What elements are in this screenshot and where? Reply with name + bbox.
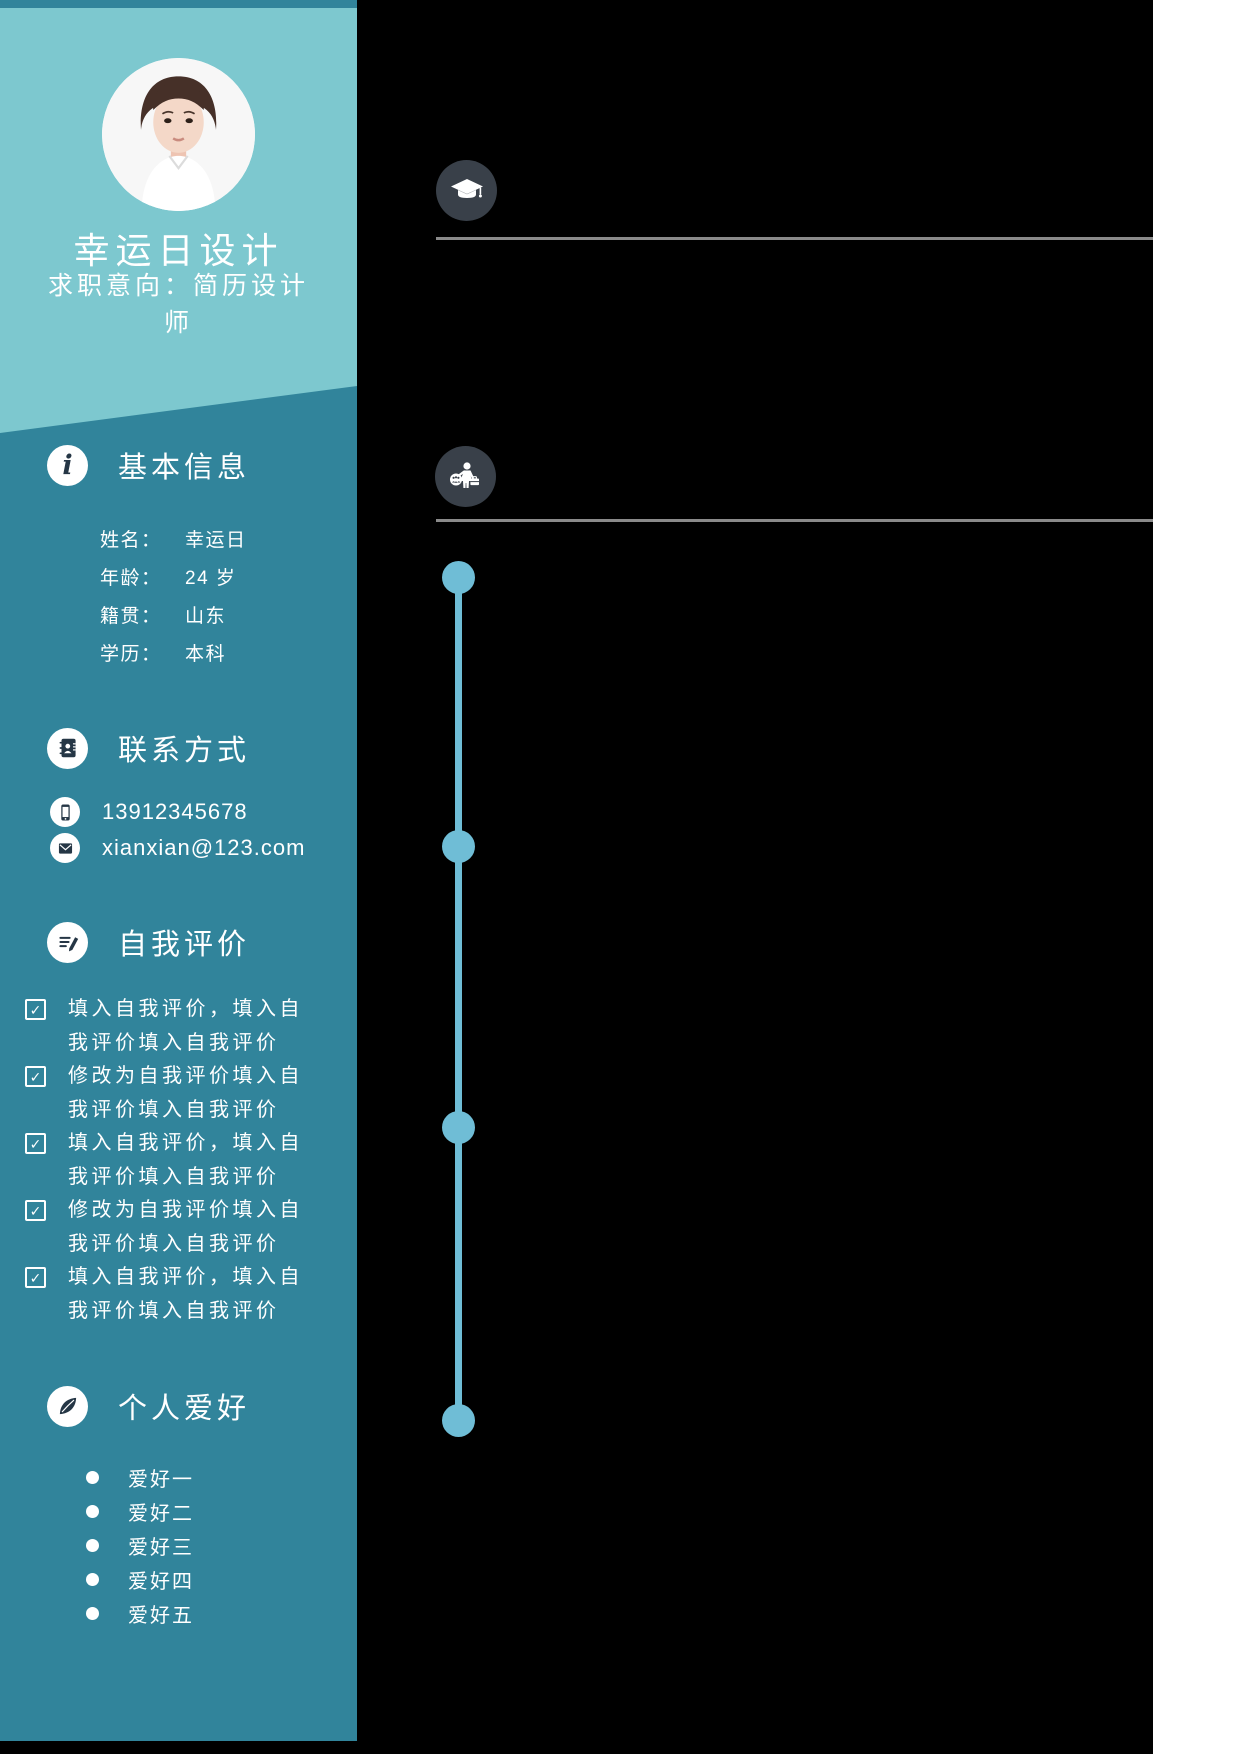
hobby-list: 爱好一 爱好二 爱好三 爱好四 爱好五 bbox=[86, 1460, 194, 1630]
timeline-dot-1 bbox=[442, 561, 475, 594]
pen-edit-icon bbox=[47, 921, 88, 963]
timeline-dot-3 bbox=[442, 1111, 475, 1144]
address-book-icon bbox=[47, 727, 88, 769]
bullet-dot-icon bbox=[86, 1470, 99, 1484]
checked-checkbox-icon: ✓ bbox=[25, 1267, 46, 1288]
evaluation-item: ✓ 填入自我评价，填入自我评价填入自我评价 bbox=[25, 1127, 310, 1194]
evaluation-item: ✓ 填入自我评价，填入自我评价填入自我评价 bbox=[25, 993, 310, 1060]
phone-icon bbox=[50, 797, 80, 827]
bullet-dot-icon bbox=[86, 1538, 99, 1552]
timeline-dot-2 bbox=[442, 830, 475, 863]
hobby-item: 爱好一 bbox=[86, 1460, 194, 1494]
profile-photo bbox=[102, 58, 255, 211]
graduation-cap-icon bbox=[450, 178, 483, 198]
section-header-basic-info: i 基本信息 bbox=[47, 444, 250, 486]
info-icon: i bbox=[47, 444, 88, 486]
section-title: 自我评价 bbox=[118, 929, 251, 961]
leaf-icon bbox=[47, 1385, 88, 1427]
timeline-dot-4 bbox=[442, 1404, 475, 1437]
contact-phone-row: 13912345678 bbox=[50, 797, 248, 827]
section-title: 联系方式 bbox=[118, 735, 251, 767]
checked-checkbox-icon: ✓ bbox=[25, 1066, 46, 1087]
business-person-icon bbox=[449, 461, 479, 488]
job-objective: 求职意向：简历设计师 bbox=[47, 272, 309, 337]
education-section-divider bbox=[436, 237, 1153, 240]
education-section-marker bbox=[436, 160, 497, 221]
envelope-icon bbox=[50, 833, 80, 863]
profile-name: 幸运日设计 bbox=[73, 230, 284, 271]
info-row-hometown: 籍贯：山东 bbox=[100, 606, 227, 627]
hobby-item: 爱好五 bbox=[86, 1596, 194, 1630]
section-header-self-evaluation: 自我评价 bbox=[47, 921, 250, 963]
experience-section-marker bbox=[435, 446, 496, 507]
phone-number: 13912345678 bbox=[102, 799, 248, 824]
info-row-education: 学历：本科 bbox=[100, 644, 227, 665]
checked-checkbox-icon: ✓ bbox=[25, 1133, 46, 1154]
info-row-age: 年龄：24 岁 bbox=[100, 568, 237, 589]
timeline-line bbox=[455, 578, 462, 1421]
checked-checkbox-icon: ✓ bbox=[25, 999, 46, 1020]
bullet-dot-icon bbox=[86, 1504, 99, 1518]
contact-email-row: xianxian@123.com bbox=[50, 833, 305, 863]
hobby-item: 爱好四 bbox=[86, 1562, 194, 1596]
evaluation-item: ✓ 修改为自我评价填入自我评价填入自我评价 bbox=[25, 1194, 310, 1261]
section-header-hobbies: 个人爱好 bbox=[47, 1385, 250, 1427]
self-evaluation-list: ✓ 填入自我评价，填入自我评价填入自我评价 ✓ 修改为自我评价填入自我评价填入自… bbox=[25, 993, 310, 1328]
evaluation-item: ✓ 填入自我评价，填入自我评价填入自我评价 bbox=[25, 1261, 310, 1328]
checked-checkbox-icon: ✓ bbox=[25, 1200, 46, 1221]
email-address: xianxian@123.com bbox=[102, 835, 306, 860]
info-row-name: 姓名：幸运日 bbox=[100, 530, 247, 551]
hobby-item: 爱好二 bbox=[86, 1494, 194, 1528]
section-header-contact: 联系方式 bbox=[47, 727, 250, 769]
portrait-illustration bbox=[102, 58, 255, 211]
experience-section-divider bbox=[436, 519, 1153, 522]
basic-info-rows: 姓名：幸运日 年龄：24 岁 籍贯：山东 学历：本科 bbox=[100, 522, 247, 674]
section-title: 个人爱好 bbox=[118, 1393, 251, 1425]
bullet-dot-icon bbox=[86, 1606, 99, 1620]
evaluation-item: ✓ 修改为自我评价填入自我评价填入自我评价 bbox=[25, 1060, 310, 1127]
section-title: 基本信息 bbox=[118, 452, 251, 484]
bullet-dot-icon bbox=[86, 1572, 99, 1586]
hobby-item: 爱好三 bbox=[86, 1528, 194, 1562]
sidebar: 幸运日设计 求职意向：简历设计师 i 基本信息 姓名：幸运日 年龄：24 岁 籍… bbox=[0, 0, 357, 1741]
